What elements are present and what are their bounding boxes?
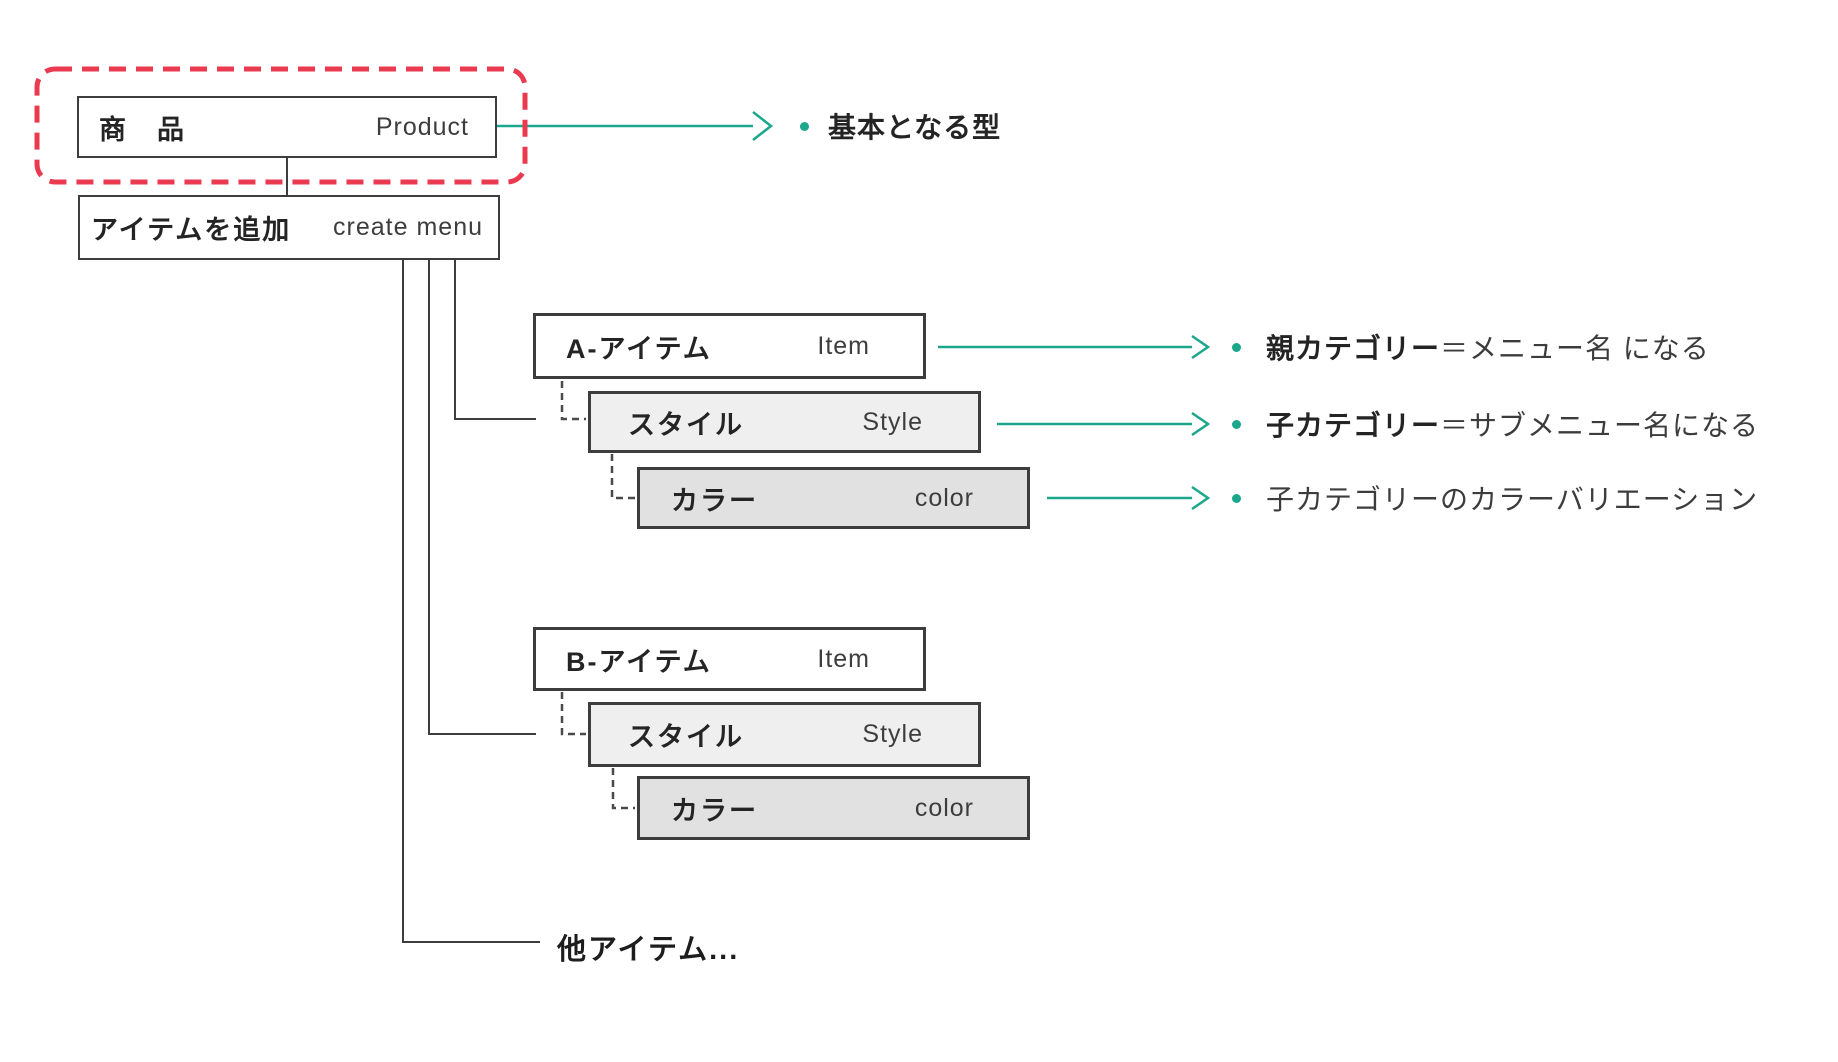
item-b-box: B-アイテム Item	[533, 627, 926, 691]
bullet-icon	[1232, 493, 1241, 503]
arrow-style-a-annotation	[997, 411, 1211, 437]
connector-trunk-style-a	[454, 260, 536, 420]
color-b-box: カラー color	[637, 776, 1030, 840]
style-b-label-en: Style	[862, 720, 923, 748]
dashed-connector-style-a-color-a	[610, 454, 635, 500]
annotation-regular-text: ＝メニュー名 になる	[1440, 333, 1710, 364]
product-box: 商 品 Product	[77, 96, 497, 158]
highlight-frame	[34, 66, 528, 185]
dashed-connector-style-b-color-b	[611, 768, 635, 810]
dashed-connector-item-a-style-a	[560, 381, 586, 421]
product-label-en: Product	[375, 112, 469, 141]
annotation-base-type: 基本となる型	[800, 104, 1001, 148]
style-a-box: スタイル Style	[588, 391, 981, 453]
connector-trunk-other-items	[402, 260, 540, 943]
item-b-label-en: Item	[817, 644, 870, 673]
arrow-item-a-annotation	[938, 334, 1211, 360]
bullet-icon	[800, 121, 809, 131]
style-b-label-jp: スタイル	[628, 722, 744, 752]
annotation-child-category: 子カテゴリー ＝サブメニュー名になる	[1232, 402, 1759, 446]
annotation-regular-text: 子カテゴリーのカラーバリエーション	[1266, 484, 1759, 515]
item-a-box: A-アイテム Item	[533, 313, 926, 379]
annotation-regular-text: ＝サブメニュー名になる	[1440, 410, 1760, 441]
bullet-icon	[1232, 342, 1241, 352]
style-a-label-jp: スタイル	[628, 409, 744, 440]
dashed-connector-item-b-style-b	[560, 692, 586, 736]
arrow-color-a-annotation	[1047, 485, 1211, 511]
bullet-icon	[1232, 419, 1241, 429]
annotation-parent-category: 親カテゴリー ＝メニュー名 になる	[1232, 325, 1710, 369]
arrow-product-annotation	[497, 111, 774, 141]
annotation-bold-text: 親カテゴリー	[1266, 333, 1441, 364]
style-a-label-en: Style	[862, 407, 923, 436]
item-a-label-en: Item	[817, 331, 870, 360]
other-items-label: 他アイテム...	[557, 934, 740, 966]
product-label-jp: 商 品	[99, 114, 186, 145]
annotation-color-variation: 子カテゴリーのカラーバリエーション	[1232, 476, 1758, 520]
color-b-label-jp: カラー	[671, 795, 758, 826]
color-a-box: カラー color	[637, 467, 1030, 529]
annotation-bold-text: 子カテゴリー	[1266, 410, 1441, 441]
color-b-label-en: color	[914, 793, 974, 822]
create-menu-box: アイテムを追加 create menu	[78, 195, 500, 260]
item-b-label-jp: B-アイテム	[566, 646, 712, 677]
create-menu-label-en: create menu	[333, 213, 483, 241]
connector-trunk-style-b	[428, 260, 536, 735]
color-a-label-en: color	[914, 483, 974, 512]
annotation-bold-text: 基本となる型	[828, 112, 1002, 143]
item-a-label-jp: A-アイテム	[566, 333, 712, 364]
create-menu-label-jp: アイテムを追加	[91, 215, 292, 245]
style-b-box: スタイル Style	[588, 702, 981, 767]
color-a-label-jp: カラー	[671, 485, 758, 516]
